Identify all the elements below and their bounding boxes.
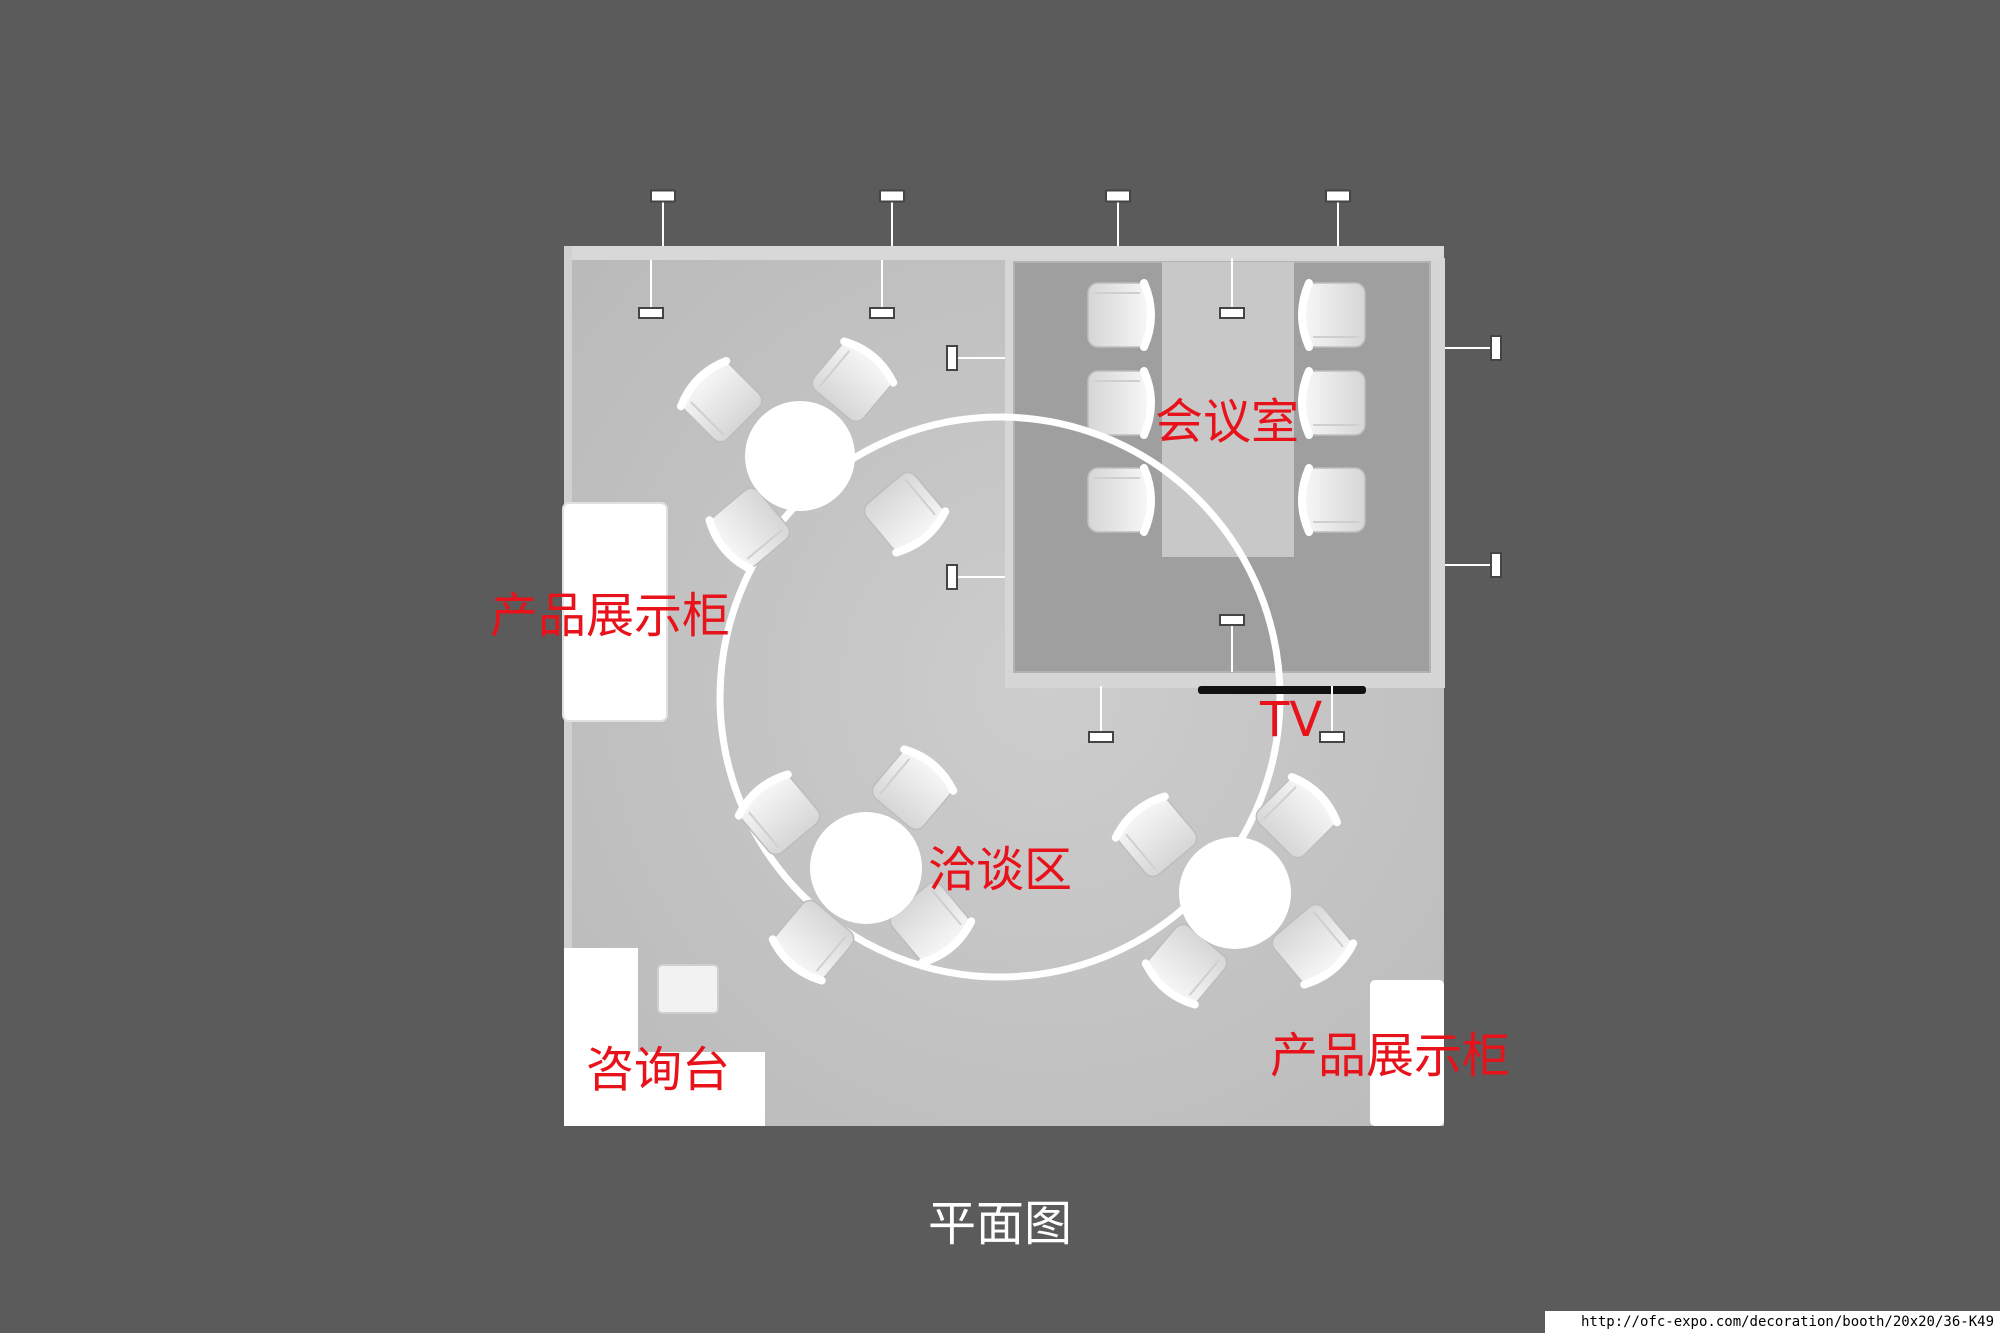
meeting-room-label: 会议室 — [1155, 394, 1300, 450]
lounge-chair — [1141, 923, 1228, 1009]
back-wall — [564, 246, 1444, 260]
spotlights — [638, 189, 1502, 743]
spotlight — [650, 189, 676, 246]
spotlight — [869, 260, 895, 319]
lounge-chair — [1271, 903, 1358, 989]
conference-chair — [1087, 367, 1155, 439]
round-table — [1179, 837, 1291, 949]
conference-chair — [1087, 464, 1155, 536]
round-table — [810, 812, 922, 924]
lounge-chair — [705, 487, 791, 574]
conference-chair — [1298, 279, 1366, 351]
negotiation-area-label: 洽谈区 — [928, 842, 1073, 898]
spotlight — [1105, 189, 1131, 246]
spotlight — [1219, 614, 1245, 672]
reception-stool — [657, 964, 719, 1014]
conference-chair — [1298, 464, 1366, 536]
spotlight — [1219, 258, 1245, 319]
plan-caption: 平面图 — [927, 1196, 1072, 1252]
conference-chair — [1298, 367, 1366, 439]
spotlight — [946, 564, 1005, 590]
spotlight — [1325, 189, 1351, 246]
display-cabinet-left-label: 产品展示柜 — [490, 588, 731, 644]
lounge-chair — [863, 471, 950, 557]
negotiation-area-ring — [716, 413, 1284, 981]
display-cabinet-right-label: 产品展示柜 — [1270, 1028, 1511, 1084]
conference-chair — [1087, 279, 1155, 351]
spotlight — [879, 189, 905, 246]
source-url: http://ofc-expo.com/decoration/booth/20x… — [1545, 1311, 2000, 1333]
tv-label: TV — [1260, 692, 1323, 748]
spotlight — [946, 345, 1005, 371]
spotlight — [1088, 686, 1114, 743]
lounge-chair — [1111, 792, 1198, 878]
display-cabinet-left — [562, 502, 668, 722]
spotlight — [1319, 686, 1345, 743]
display-cabinet-right — [1370, 980, 1444, 1126]
lounge-furniture — [676, 337, 1358, 1009]
lounge-chair — [1255, 772, 1342, 859]
lounge-chair — [811, 337, 898, 423]
reception-desk — [564, 948, 765, 1126]
lounge-chair — [734, 770, 821, 856]
spotlight — [1445, 552, 1502, 578]
lounge-chair — [871, 745, 958, 831]
reception-desk-label: 咨询台 — [586, 1042, 731, 1098]
spotlight — [638, 260, 664, 319]
lounge-chair — [768, 899, 855, 985]
tv-screen — [1198, 686, 1366, 694]
conference-chairs — [1087, 279, 1366, 536]
round-table — [745, 401, 855, 511]
lounge-chair — [676, 356, 763, 443]
spotlight — [1445, 335, 1502, 361]
